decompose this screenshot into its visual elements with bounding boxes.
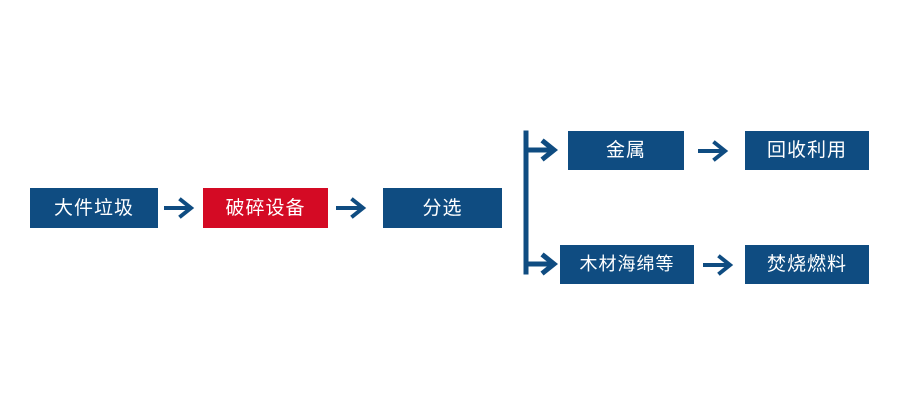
arrow-right-icon <box>703 253 737 277</box>
node-crusher[interactable]: 破碎设备 <box>203 188 328 228</box>
node-sorting[interactable]: 分选 <box>383 188 502 228</box>
node-bulky-waste[interactable]: 大件垃圾 <box>30 188 158 228</box>
arrow-right-icon <box>698 139 732 163</box>
node-burn-fuel[interactable]: 焚烧燃料 <box>745 245 869 284</box>
node-metal[interactable]: 金属 <box>568 131 684 170</box>
split-bracket-icon <box>520 125 566 280</box>
arrow-right-icon <box>336 196 370 220</box>
arrow-right-icon <box>164 196 198 220</box>
node-recycle[interactable]: 回收利用 <box>745 131 869 170</box>
node-wood-sponge[interactable]: 木材海绵等 <box>560 245 694 284</box>
